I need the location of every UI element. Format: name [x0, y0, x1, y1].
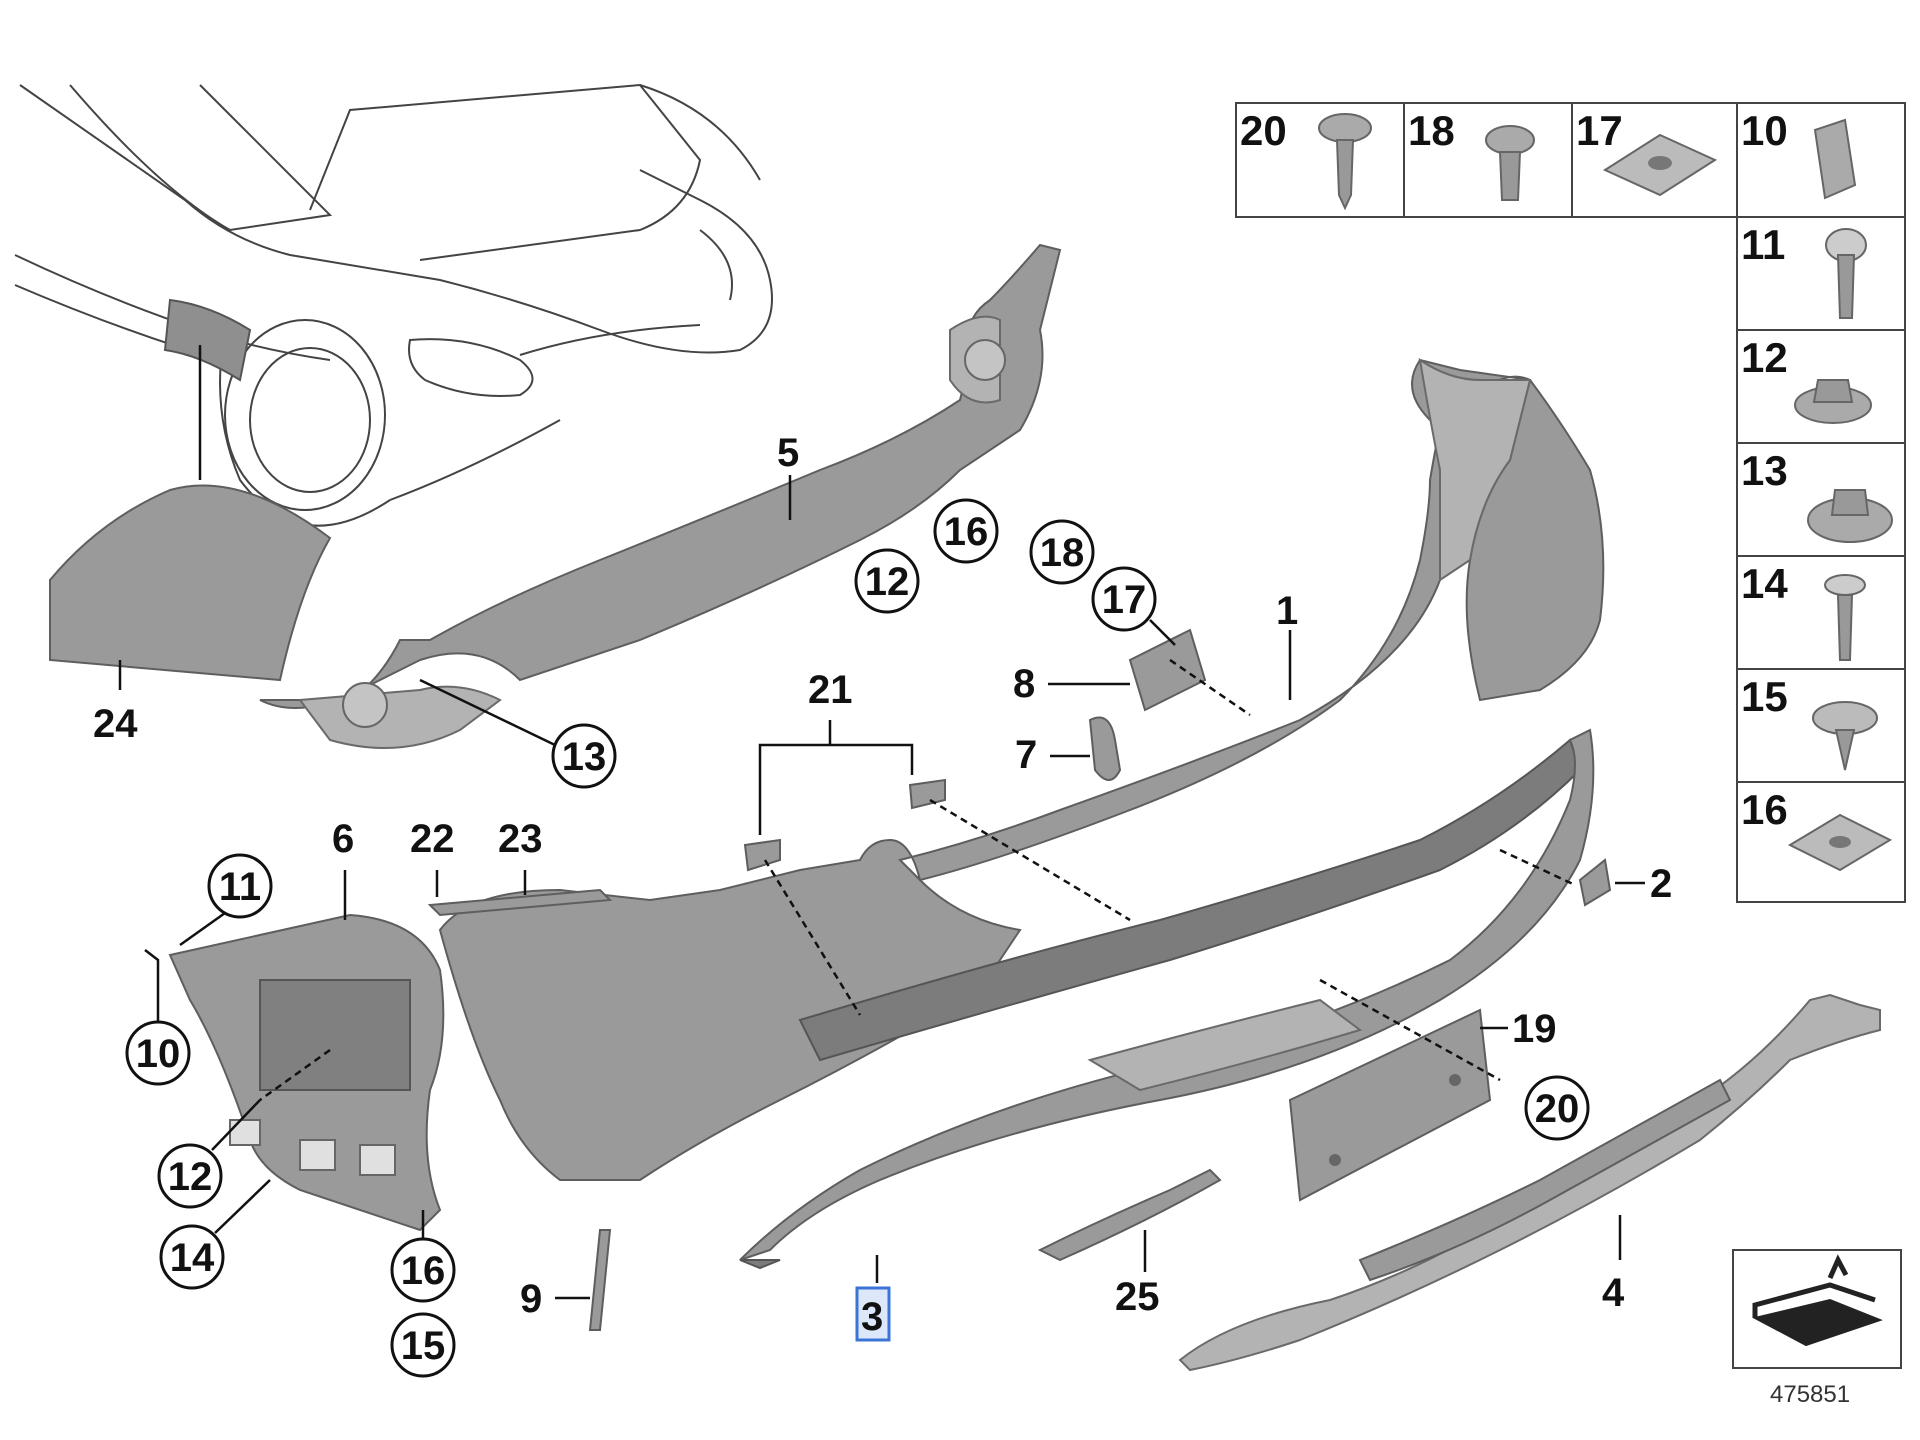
clip-icon: [1813, 118, 1857, 200]
label-8: 8: [1013, 662, 1035, 706]
circle-label-12-upper: 12: [865, 560, 910, 604]
circle-label-10: 10: [136, 1032, 181, 1076]
circle-label-15: 15: [401, 1324, 446, 1368]
label-25: 25: [1115, 1275, 1160, 1319]
circle-label-13: 13: [562, 735, 607, 779]
label-6: 6: [332, 817, 354, 861]
label-3-highlight: [855, 1286, 891, 1342]
nut-icon: [1794, 379, 1872, 424]
circle-label-18: 18: [1040, 531, 1085, 575]
part-19-plate: [1288, 1008, 1492, 1202]
clip-nut-icon: [1787, 813, 1893, 872]
orientation-symbol: 475851: [1732, 1249, 1902, 1408]
clip-nut-icon: [1602, 133, 1718, 197]
table-label-20: 20: [1240, 107, 1287, 154]
table-cell-18: [1403, 102, 1573, 218]
part-8: [1128, 628, 1207, 712]
screw-icon: [1318, 113, 1372, 211]
label-22: 22: [410, 817, 455, 861]
part-25: [1037, 1168, 1222, 1262]
table-label-18: 18: [1408, 107, 1455, 154]
circle-label-12-lower: 12: [168, 1155, 213, 1199]
plain-labels: 24 5 1 21 8 7 6 22 23 2 19 9 25 4 3: [93, 431, 1672, 1342]
circle-label-16-lower: 16: [401, 1249, 446, 1293]
rivet-icon: [1812, 701, 1878, 771]
label-24: 24: [93, 702, 138, 746]
table-cell-14: [1736, 555, 1906, 670]
circle-label-14: 14: [170, 1236, 215, 1280]
fastener-table: 20 18 17 10 11 12 13 14 15 16: [1235, 102, 1906, 903]
table-cell-15: [1736, 668, 1906, 783]
part-22-23-trim: [427, 888, 613, 917]
table-label-17: 17: [1576, 107, 1623, 154]
label-5: 5: [777, 431, 799, 475]
label-2: 2: [1650, 862, 1672, 906]
label-21: 21: [808, 668, 853, 712]
table-label-12: 12: [1741, 334, 1788, 381]
part-24-decal: [49, 484, 332, 690]
part-21a: [743, 838, 781, 872]
table-label-11: 11: [1741, 221, 1785, 268]
car-outline: [14, 83, 773, 527]
figure-id: 475851: [1770, 1381, 1850, 1408]
circled-labels: 16 12 18 17 13 11 10 12 14 16 15 20: [125, 498, 1590, 1378]
screw-icon: [1485, 125, 1535, 201]
screw-icon: [1825, 228, 1867, 319]
table-label-16: 16: [1741, 786, 1788, 833]
part-7: [1088, 716, 1122, 781]
part-6-bracket: [168, 870, 445, 1232]
label-23: 23: [498, 817, 543, 861]
circle-label-16-upper: 16: [944, 510, 989, 554]
part-1-bumper: [438, 357, 1605, 1181]
table-label-10: 10: [1741, 107, 1788, 154]
label-1: 1: [1276, 589, 1298, 633]
part-4-trim: [1178, 993, 1881, 1372]
circle-label-17: 17: [1102, 578, 1147, 622]
label-19: 19: [1512, 1007, 1557, 1051]
table-label-13: 13: [1741, 447, 1788, 494]
part-2: [1578, 858, 1612, 907]
label-9: 9: [520, 1277, 542, 1321]
dashed-leaders: [259, 658, 1576, 1102]
part-21b: [908, 778, 946, 810]
nut-icon: [1807, 489, 1893, 543]
part-3-diffuser: [739, 728, 1595, 1270]
label-3: 3: [861, 1295, 883, 1339]
table-label-15: 15: [1741, 673, 1788, 720]
label-7: 7: [1015, 733, 1037, 777]
screw-icon: [1824, 574, 1866, 661]
circle-label-20: 20: [1535, 1087, 1580, 1131]
part-9: [588, 1229, 612, 1331]
circle-label-11: 11: [219, 865, 261, 909]
part-5-carrier: [259, 243, 1062, 749]
table-cell-11: [1736, 216, 1906, 331]
table-label-14: 14: [1741, 560, 1788, 607]
label-4: 4: [1602, 1271, 1625, 1315]
